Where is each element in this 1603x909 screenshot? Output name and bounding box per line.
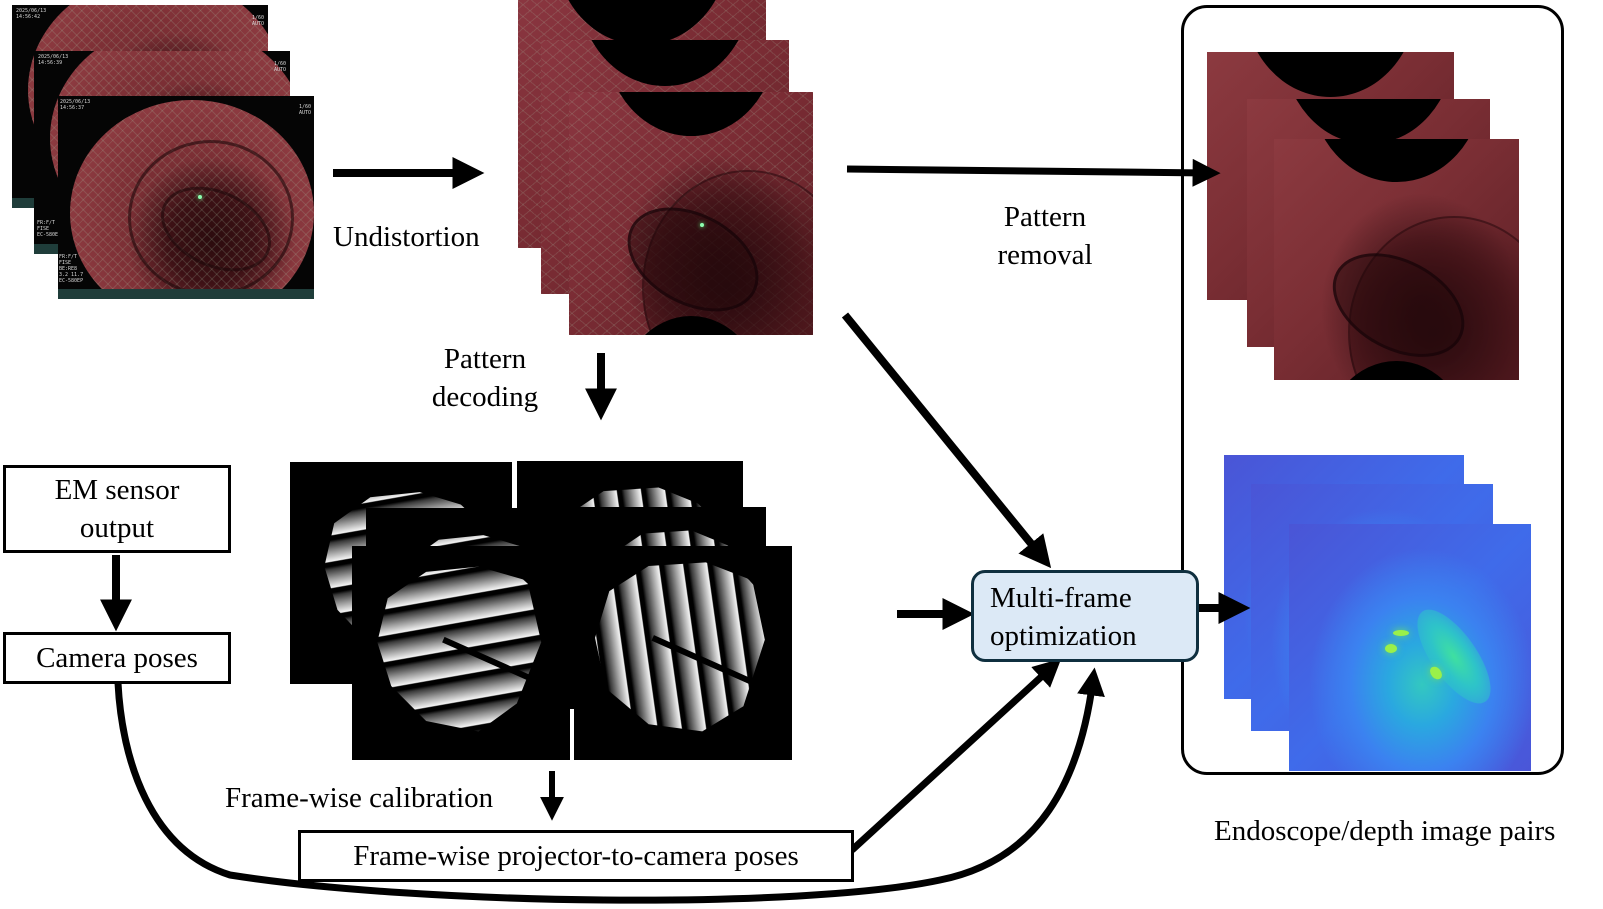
pattern-decoding-label: Pattern decoding [420,340,550,416]
undistorted-frame-3 [569,92,813,335]
osd-date: 2025/06/13 [16,8,47,14]
osd-mode: AUTO [251,21,264,27]
optimization-line1: Multi-frame [990,582,1132,614]
projector-to-camera-poses-node: Frame-wise projector-to-camera poses [298,830,854,882]
decoded-pattern-frame-h3 [352,546,570,760]
osd-date: 2025/06/13 [38,54,69,60]
decoded-pattern-frame-v3 [574,546,792,760]
pattern-removal-line2: removal [997,239,1093,271]
pattern-decoding-line2: decoding [431,381,539,413]
camera-poses-node: Camera poses [3,632,231,684]
osd-shutter: 1/60 [273,61,286,67]
osd-model: EC-580EP [59,278,84,284]
pattern-removal-arrow [846,158,1221,187]
pattern-removal-label: Pattern removal [975,198,1115,274]
osd-mode: AUTO [273,67,286,73]
osd-time: 14:56:39 [38,60,63,66]
osd-zoom: 3.2 [59,272,69,278]
laser-spot [700,223,704,227]
frame-wise-calibration-label: Frame-wise calibration [225,782,494,814]
undistortion-label: Undistortion [333,221,480,253]
osd-fise: FISE [59,260,72,266]
depth-hotspot [1393,630,1409,636]
pattern-decoding-line1: Pattern [443,343,527,375]
projector-poses-label: Frame-wise projector-to-camera poses [353,840,799,872]
osd-fr: FR:F/T [59,254,78,260]
em-sensor-output-node: EM sensor output [3,465,231,553]
osd-date: 2025/06/13 [60,99,91,105]
camera-poses-label: Camera poses [36,642,198,674]
projector-poses-to-optimization-arrow [849,658,1062,853]
osd-ble: BE:RE8 [59,266,78,272]
osd-shutter: 1/60 [251,15,264,21]
laser-spot [198,195,202,199]
output-caption: Endoscope/depth image pairs [1214,815,1556,847]
clean-endoscope-frame-3 [1274,139,1519,380]
osd-time: 14:56:37 [60,105,85,111]
output-container [1181,5,1564,775]
multi-frame-optimization-node: Multi-frame optimization [971,570,1199,662]
osd-fr: FR:F/T [37,220,56,226]
undistorted-to-optimization-arrow [841,312,1052,569]
em-sensor-line2: output [79,512,155,544]
osd-fise: FISE [37,226,50,232]
pattern-removal-line1: Pattern [1003,201,1087,233]
osd-val1: 11.7 [71,272,84,278]
osd-time: 14:56:42 [16,14,41,20]
osd-mode: AUTO [298,110,311,116]
osd-model: EC-580EP [37,232,62,238]
osd-shutter: 1/60 [298,104,311,110]
depth-map-frame-3 [1289,524,1531,771]
depth-hotspot [1385,644,1397,653]
em-sensor-line1: EM sensor [54,474,180,506]
osd-status-bar [58,289,314,299]
optimization-line2: optimization [990,620,1137,652]
